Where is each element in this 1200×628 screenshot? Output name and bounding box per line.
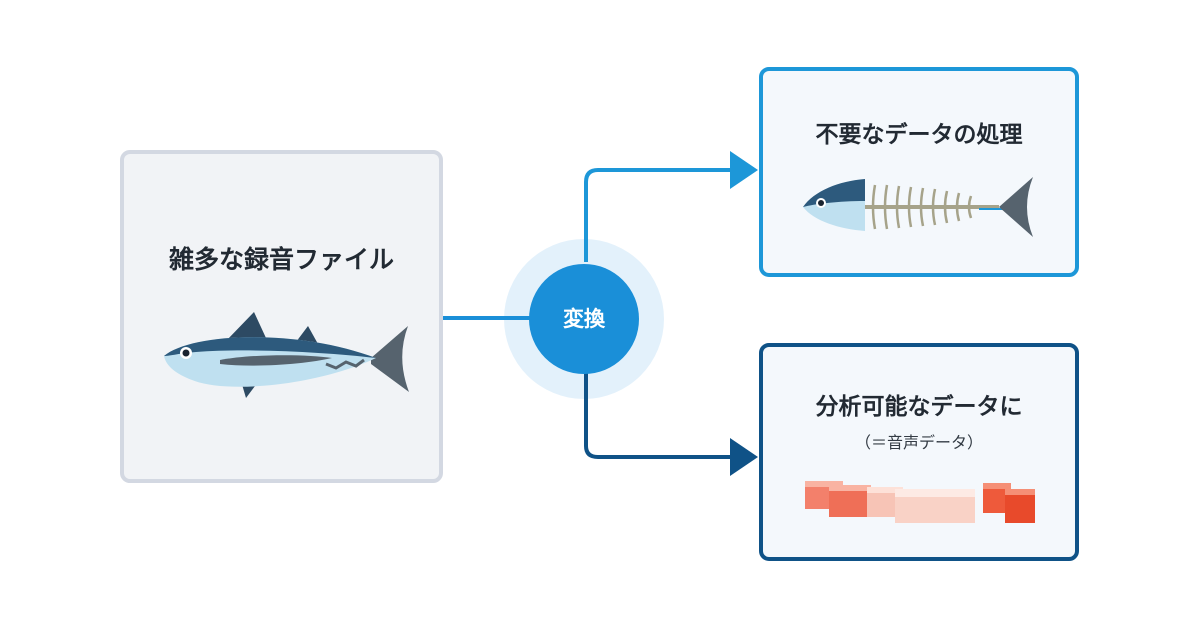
- unneeded-data-title: 不要なデータの処理: [815, 122, 1023, 148]
- lower-branch-line: [584, 372, 735, 459]
- source-title: 雑多な録音ファイル: [168, 245, 394, 274]
- lower-arrowhead: [730, 438, 758, 476]
- fish-bones-icon: [803, 177, 1033, 237]
- source-box: 雑多な録音ファイル: [120, 150, 443, 483]
- hub-circle: [529, 264, 639, 374]
- whole-tuna-fish-icon: [164, 312, 409, 398]
- upper-arrowhead: [730, 151, 758, 189]
- analyzable-data-box: 分析可能なデータに （＝音声データ）: [759, 343, 1079, 561]
- unneeded-data-box: 不要なデータの処理: [759, 67, 1079, 277]
- upper-branch-line: [584, 168, 735, 262]
- sashimi-blocks-icon: [805, 481, 1035, 523]
- analyzable-data-subtitle: （＝音声データ）: [854, 433, 983, 452]
- analyzable-data-title: 分析可能なデータに: [815, 394, 1023, 420]
